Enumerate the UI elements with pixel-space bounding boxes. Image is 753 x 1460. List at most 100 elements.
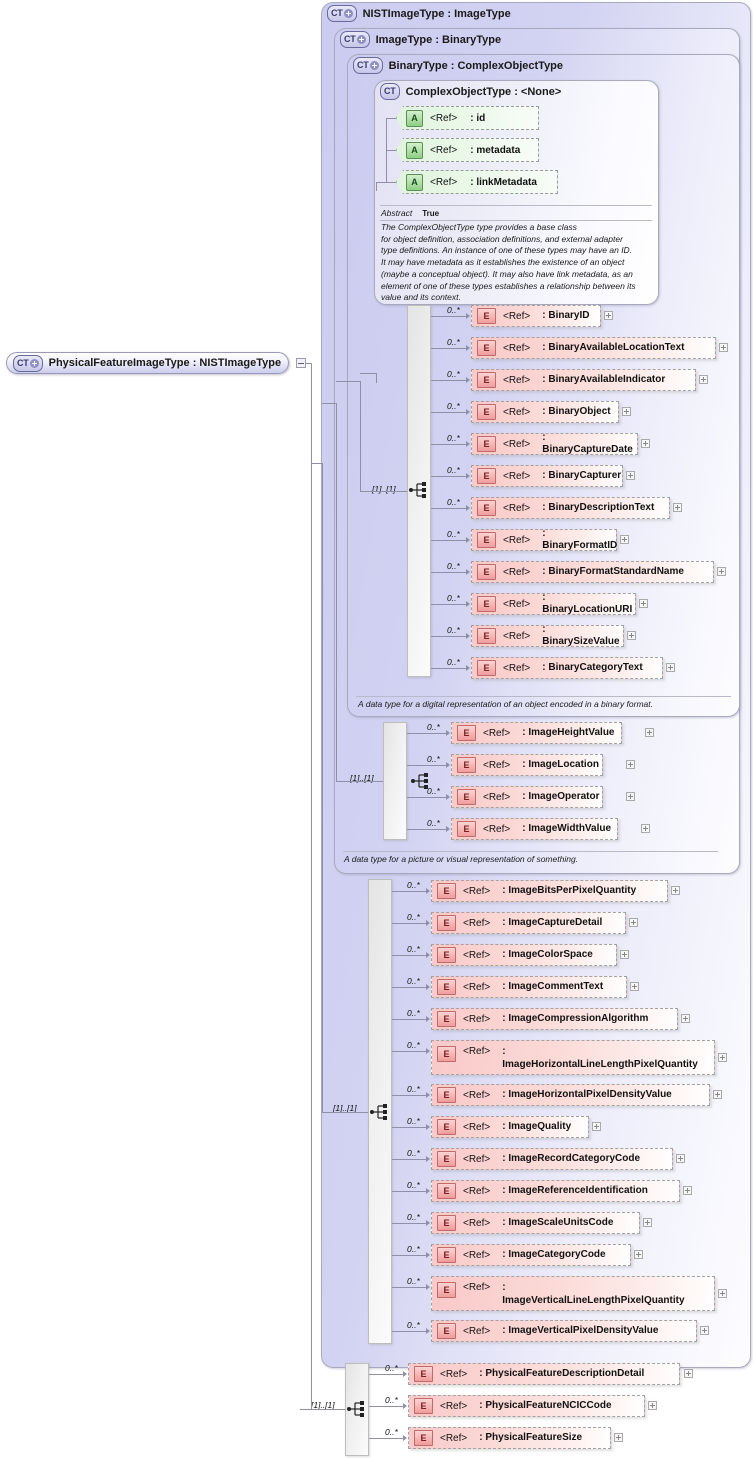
element-badge-icon: E: [477, 468, 496, 484]
element-node-physicalfeaturesize[interactable]: E <Ref> : PhysicalFeatureSize: [408, 1427, 611, 1449]
root-node-physicalfeatureimagetype[interactable]: CT PhysicalFeatureImageType : NISTImageT…: [6, 352, 289, 374]
element-node-imagereferenceidentification[interactable]: E <Ref> : ImageReferenceIdentification: [431, 1180, 680, 1202]
element-expand-toggle[interactable]: [684, 1369, 693, 1378]
attribute-node-linkmetadata[interactable]: A <Ref> : linkMetadata: [396, 170, 558, 194]
element-connector: [392, 1051, 427, 1052]
element-expand-toggle[interactable]: [700, 1326, 709, 1335]
element-expand-toggle[interactable]: [620, 950, 629, 959]
element-node-binarycapturedate[interactable]: E <Ref> : BinaryCaptureDate: [471, 432, 638, 455]
occurrence-label: 0..*: [407, 944, 420, 954]
element-expand-toggle[interactable]: [648, 1401, 657, 1410]
element-connector: [431, 476, 467, 477]
element-expand-toggle[interactable]: [713, 1090, 722, 1099]
element-connector-arrow: [466, 409, 470, 415]
element-node-binarycapturer[interactable]: E <Ref> : BinaryCapturer: [471, 465, 623, 487]
element-expand-toggle[interactable]: [620, 535, 629, 544]
element-expand-toggle[interactable]: [718, 1289, 727, 1298]
element-node-binaryavailablelocationtext[interactable]: E <Ref> : BinaryAvailableLocationText: [471, 337, 716, 359]
element-badge-icon: E: [437, 1282, 456, 1298]
occurrence-label: 0..*: [407, 1320, 420, 1330]
element-node-imagecommenttext[interactable]: E <Ref> : ImageCommentText: [431, 976, 627, 998]
element-ref: <Ref>: [463, 885, 491, 897]
element-node-imagecapturedetail[interactable]: E <Ref> : ImageCaptureDetail: [431, 912, 626, 934]
element-name: : ImageVerticalLineLengthPixelQuantity: [502, 1282, 685, 1306]
attribute-trunk-line: [376, 182, 377, 191]
element-expand-toggle[interactable]: [645, 728, 654, 737]
element-expand-toggle[interactable]: [592, 1122, 601, 1131]
element-expand-toggle[interactable]: [643, 1218, 652, 1227]
element-node-imagequality[interactable]: E <Ref> : ImageQuality: [431, 1116, 589, 1138]
element-node-imagecompressionalgorithm[interactable]: E <Ref> : ImageCompressionAlgorithm: [431, 1008, 678, 1030]
element-node-binaryformatid[interactable]: E <Ref> : BinaryFormatID: [471, 528, 617, 551]
element-expand-toggle[interactable]: [626, 760, 635, 769]
element-node-imagebitsperpixelquantity[interactable]: E <Ref> : ImageBitsPerPixelQuantity: [431, 880, 668, 902]
element-expand-toggle[interactable]: [699, 375, 708, 384]
element-node-binarycategorytext[interactable]: E <Ref> : BinaryCategoryText: [471, 657, 663, 679]
attribute-ref: <Ref>: [430, 176, 458, 188]
sequence-compositor-icon-image-base: [411, 773, 428, 789]
element-expand-toggle[interactable]: [629, 918, 638, 927]
element-ref: <Ref>: [463, 1089, 491, 1101]
branch-connector: [360, 373, 377, 374]
element-node-binarysizevalue[interactable]: E <Ref> : BinarySizeValue: [471, 624, 624, 647]
element-expand-toggle[interactable]: [626, 471, 635, 480]
element-expand-toggle[interactable]: [671, 886, 680, 895]
element-node-binaryavailableindicator[interactable]: E <Ref> : BinaryAvailableIndicator: [471, 369, 696, 391]
element-node-imagehorizontalpixeldensityvalue[interactable]: E <Ref> : ImageHorizontalPixelDensityVal…: [431, 1084, 710, 1106]
element-node-physicalfeaturedescriptiondetail[interactable]: E <Ref> : PhysicalFeatureDescriptionDeta…: [408, 1363, 680, 1385]
element-node-imageverticallinelengthpixelquantity[interactable]: E <Ref> : ImageVerticalLineLengthPixelQu…: [431, 1276, 715, 1311]
branch-connector: [311, 463, 323, 464]
element-expand-toggle[interactable]: [666, 663, 675, 672]
element-node-binaryformatstandardname[interactable]: E <Ref> : BinaryFormatStandardName: [471, 561, 714, 583]
element-expand-toggle[interactable]: [676, 1154, 685, 1163]
element-node-imagescaleunitscode[interactable]: E <Ref> : ImageScaleUnitsCode: [431, 1212, 640, 1234]
element-expand-toggle[interactable]: [630, 982, 639, 991]
element-expand-toggle[interactable]: [626, 792, 635, 801]
element-badge-icon: E: [477, 340, 496, 356]
element-node-physicalfeatureNCICcode[interactable]: E <Ref> : PhysicalFeatureNCICCode: [408, 1395, 645, 1417]
element-node-imageverticalpixeldensityvalue[interactable]: E <Ref> : ImageVerticalPixelDensityValue: [431, 1320, 697, 1342]
element-node-imagelocation[interactable]: E <Ref> : ImageLocation: [451, 754, 603, 776]
attribute-node-id[interactable]: A <Ref> : id: [396, 106, 539, 130]
element-badge-icon: E: [477, 596, 496, 612]
element-connector-arrow: [426, 1016, 430, 1022]
container-label: BinaryType : ComplexObjectType: [388, 59, 564, 72]
element-node-imagecolorspace[interactable]: E <Ref> : ImageColorSpace: [431, 944, 617, 966]
element-expand-toggle[interactable]: [627, 631, 636, 640]
element-node-imagerecordcategorycode[interactable]: E <Ref> : ImageRecordCategoryCode: [431, 1148, 673, 1170]
annotation-imagetype: A data type for a picture or visual repr…: [344, 854, 579, 864]
element-node-binarylocationuri[interactable]: E <Ref> : BinaryLocationURI: [471, 592, 636, 615]
element-expand-toggle[interactable]: [604, 311, 613, 320]
element-expand-toggle[interactable]: [683, 1186, 692, 1195]
element-node-binaryobject[interactable]: E <Ref> : BinaryObject: [471, 401, 619, 423]
element-expand-toggle[interactable]: [673, 503, 682, 512]
element-connector-arrow: [466, 569, 470, 575]
element-node-binaryid[interactable]: E <Ref> : BinaryID: [471, 305, 601, 327]
branch-trunk-binary: [360, 381, 361, 492]
element-node-imageheightvalue[interactable]: E <Ref> : ImageHeightValue: [451, 722, 622, 744]
element-expand-toggle[interactable]: [622, 407, 631, 416]
element-expand-toggle[interactable]: [641, 824, 650, 833]
element-node-binarydescriptiontext[interactable]: E <Ref> : BinaryDescriptionText: [471, 497, 670, 519]
element-expand-toggle[interactable]: [717, 567, 726, 576]
occurrence-label: 0..*: [447, 433, 460, 443]
element-node-imageoperator[interactable]: E <Ref> : ImageOperator: [451, 786, 603, 808]
element-node-imagewidthvalue[interactable]: E <Ref> : ImageWidthValue: [451, 818, 618, 840]
element-node-imagecategorycode[interactable]: E <Ref> : ImageCategoryCode: [431, 1244, 631, 1266]
attribute-node-metadata[interactable]: A <Ref> : metadata: [396, 138, 539, 162]
element-badge-icon: E: [437, 1046, 456, 1062]
element-expand-toggle[interactable]: [681, 1014, 690, 1023]
occurrence-label: 0..*: [447, 593, 460, 603]
element-expand-toggle[interactable]: [614, 1433, 623, 1442]
element-badge-icon: E: [477, 500, 496, 516]
element-expand-toggle[interactable]: [719, 343, 728, 352]
element-expand-toggle[interactable]: [718, 1053, 727, 1062]
branch-connector: [322, 403, 337, 404]
root-collapse-toggle[interactable]: [296, 358, 306, 368]
element-expand-toggle[interactable]: [634, 1250, 643, 1259]
element-node-imagehorizontallinelengthpixelquantity[interactable]: E <Ref> : ImageHorizontalLineLengthPixel…: [431, 1040, 715, 1075]
element-expand-toggle[interactable]: [639, 599, 648, 608]
element-expand-toggle[interactable]: [641, 439, 650, 448]
element-connector: [431, 444, 467, 445]
